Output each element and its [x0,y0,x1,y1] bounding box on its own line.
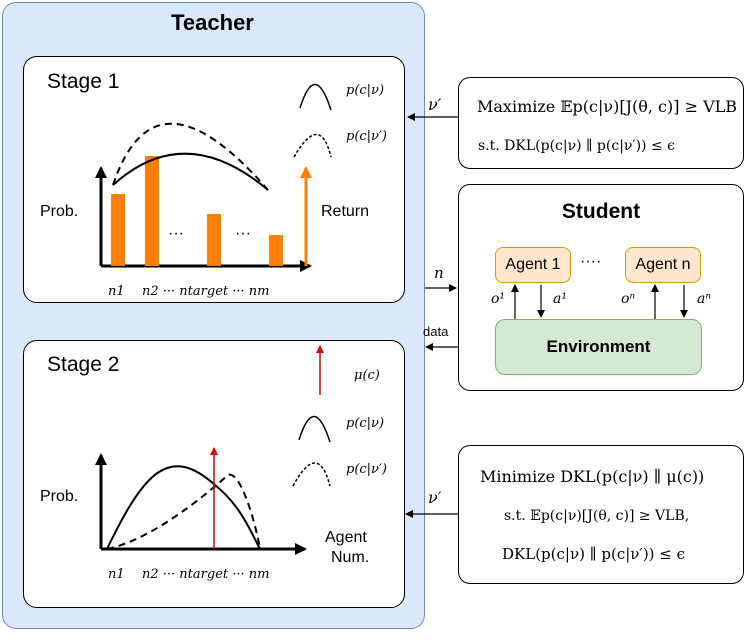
stage1-bar-ellipsis-1: ··· [168,225,184,242]
stage2-legend-dashed [292,462,331,487]
stage2-dashed-curve [106,473,261,550]
act-1-label: a¹ [553,291,567,307]
data-label: data [423,324,449,339]
stage1-bar-ellipsis-2: ··· [235,225,251,242]
teacher-title: Teacher [171,10,254,35]
stage1-bar-4 [269,235,283,266]
maximize-line1: Maximize 𝔼p(c|ν)[J(θ, c)] ≥ VLB [477,97,737,116]
nu-prime-bottom-label: ν′ [428,488,442,507]
obs-n-label: oⁿ [621,291,636,307]
stage2-legend-nu: p(c|ν) [346,416,385,431]
maximize-line2: s.t. DKL(p(c|ν) ∥ p(c|ν′)) ≤ ϵ [478,138,675,154]
stage1-return-label: Return [321,203,370,220]
stage2-legend-solid [298,415,331,443]
minimize-box [458,445,744,584]
stage1-legend-nuprime: p(c|ν′) [346,129,387,144]
stage1-tick-rest: n2 ··· ntarget ··· nm [142,284,270,299]
stage2-tick-n1: n1 [108,567,125,582]
stage1-bar-3 [207,214,221,266]
stage2-legend-mu: μ(c) [354,368,380,383]
agents-ellipsis: ···· [580,253,602,270]
stage2-xlabel-2: Num. [331,549,370,566]
stage2-solid-curve [106,465,261,550]
act-n-label: aⁿ [697,291,712,307]
stage1-bar-1 [111,194,125,266]
nu-prime-top-label: ν′ [428,95,442,114]
stage1-legend-nu: p(c|ν) [346,83,385,98]
obs-1-label: o¹ [491,291,506,307]
stage1-dashed-curve [112,122,269,191]
stage1-legend-solid [299,83,332,111]
stage2-legend-nuprime: p(c|ν′) [346,462,387,477]
n-label: n [434,264,444,282]
minimize-line1: Minimize DKL(p(c|ν) ∥ μ(c)) [480,467,705,486]
stage1-legend-dashed [293,134,332,158]
stage2-ylabel: Prob. [40,488,79,505]
agent-1-box: Agent 1 [495,247,571,283]
student-title: Student [561,200,641,223]
stage1-tick-n1: n1 [108,284,125,299]
stage2-tick-rest: n2 ··· ntarget ··· nm [142,567,270,582]
stage2-title: Stage 2 [47,353,120,376]
maximize-box [458,77,744,169]
stage1-bar-2 [145,156,159,266]
minimize-line2: s.t. 𝔼p(c|ν)[J(θ, c)] ≥ VLB, [504,508,690,524]
stage2-xlabel-1: Agent [325,529,367,546]
stage1-solid-curve [112,152,269,191]
stage1-title: Stage 1 [47,70,120,93]
agent-n-box: Agent n [625,247,701,283]
minimize-line3: DKL(p(c|ν) ∥ p(c|ν′)) ≤ ϵ [502,545,686,563]
environment-box: Environment [495,319,702,375]
stage1-ylabel: Prob. [40,203,79,220]
